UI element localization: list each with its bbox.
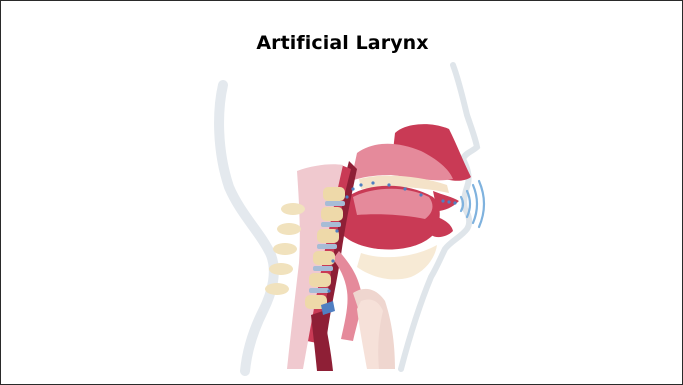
lower-lip	[431, 215, 453, 237]
trachea	[311, 311, 333, 371]
neck-back-outline	[219, 85, 274, 371]
upper-lip	[433, 191, 459, 211]
chin	[357, 245, 437, 279]
